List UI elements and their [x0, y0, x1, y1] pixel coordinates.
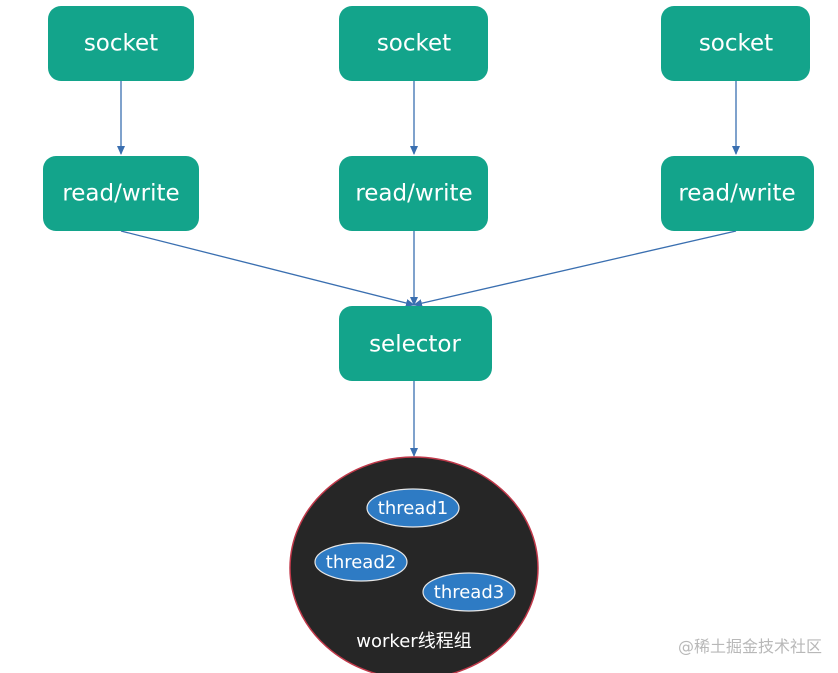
node-rw-3: read/write [661, 156, 814, 231]
thread-3-label: thread3 [434, 582, 504, 603]
node-selector-box [339, 306, 492, 381]
thread-2: thread2 [314, 542, 408, 582]
node-socket-3-label: socket [699, 31, 773, 57]
thread-2-ellipse [314, 542, 408, 582]
node-rw-3-box [661, 156, 814, 231]
arrow-rw3-selector [413, 230, 737, 308]
node-rw-2-label: read/write [355, 181, 472, 207]
node-socket-2: socket [339, 6, 488, 81]
worker-group-label: worker线程组 [356, 631, 471, 652]
thread-1: thread1 [366, 488, 460, 528]
node-socket-2-box [339, 6, 488, 81]
node-rw-1-box [43, 156, 199, 231]
arrows [117, 81, 740, 457]
node-socket-2-label: socket [377, 31, 451, 57]
node-selector: selector [339, 306, 492, 381]
thread-1-label: thread1 [378, 498, 448, 519]
thread-3-ellipse [422, 572, 516, 612]
node-rw-1: read/write [43, 156, 199, 231]
node-selector-label: selector [369, 332, 461, 358]
thread-1-ellipse [366, 488, 460, 528]
node-rw-3-label: read/write [678, 181, 795, 207]
worker-group-circle [289, 456, 539, 673]
watermark: @稀土掘金技术社区 [677, 637, 822, 656]
node-rw-2-box [339, 156, 488, 231]
node-socket-1: socket [48, 6, 194, 81]
thread-2-label: thread2 [326, 552, 396, 573]
worker-group: thread1 thread2 thread3 worker线程组 [289, 456, 539, 673]
node-socket-3: socket [661, 6, 810, 81]
node-rw-2: read/write [339, 156, 488, 231]
thread-3: thread3 [422, 572, 516, 612]
node-socket-3-box [661, 6, 810, 81]
node-socket-1-box [48, 6, 194, 81]
node-socket-1-label: socket [84, 31, 158, 57]
arrow-rw1-selector [120, 230, 415, 307]
node-rw-1-label: read/write [62, 181, 179, 207]
